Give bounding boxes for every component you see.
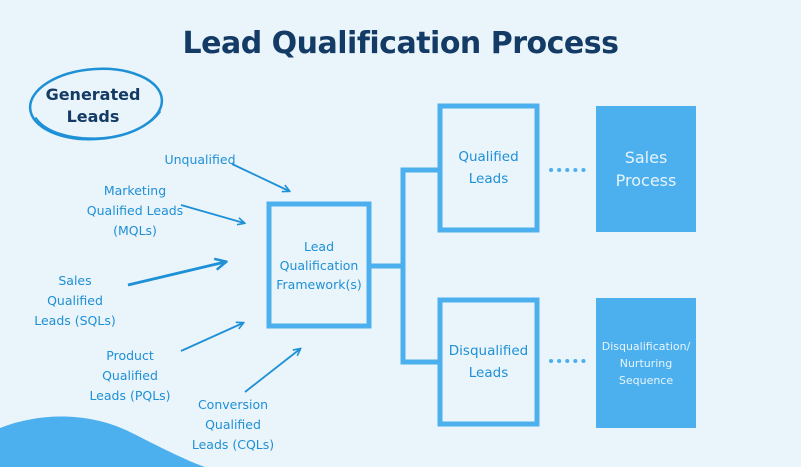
arrow-unqualified [231, 163, 289, 191]
generated-leads-label: Generated Leads [45, 85, 141, 126]
qualified-leads-box [437, 103, 540, 233]
lead-type-unqualified: Unqualified [164, 152, 236, 167]
lead-type-sql: Sales Qualified Leads (SQLs) [34, 273, 116, 328]
branch-connector [371, 167, 440, 365]
nurturing-sequence-box [596, 298, 696, 428]
arrow-cql [244, 349, 300, 393]
lead-type-mql: Marketing Qualified Leads (MQLs) [86, 183, 184, 238]
decorative-wave [0, 416, 205, 467]
generated-leads-ellipse [28, 67, 164, 141]
disqualified-leads-label: Disqualified Leads [448, 343, 529, 381]
sales-process-label: Sales Process [615, 148, 677, 190]
arrow-sql [127, 262, 225, 287]
framework-box [266, 201, 372, 329]
qualified-leads-label: Qualified Leads [458, 149, 519, 187]
page-title: Lead Qualification Process [182, 26, 619, 61]
disqualified-leads-box [437, 297, 540, 427]
arrow-mql [180, 204, 244, 223]
lead-type-cql: Conversion Qualified Leads (CQLs) [191, 397, 275, 452]
lead-type-pql: Product Qualified Leads (PQLs) [89, 348, 171, 403]
sales-process-box [596, 106, 696, 232]
framework-label: Lead Qualification Framework(s) [276, 238, 362, 292]
nurturing-sequence-label: Disqualification/ Nurturing Sequence [601, 339, 691, 387]
arrow-pql [180, 323, 243, 352]
